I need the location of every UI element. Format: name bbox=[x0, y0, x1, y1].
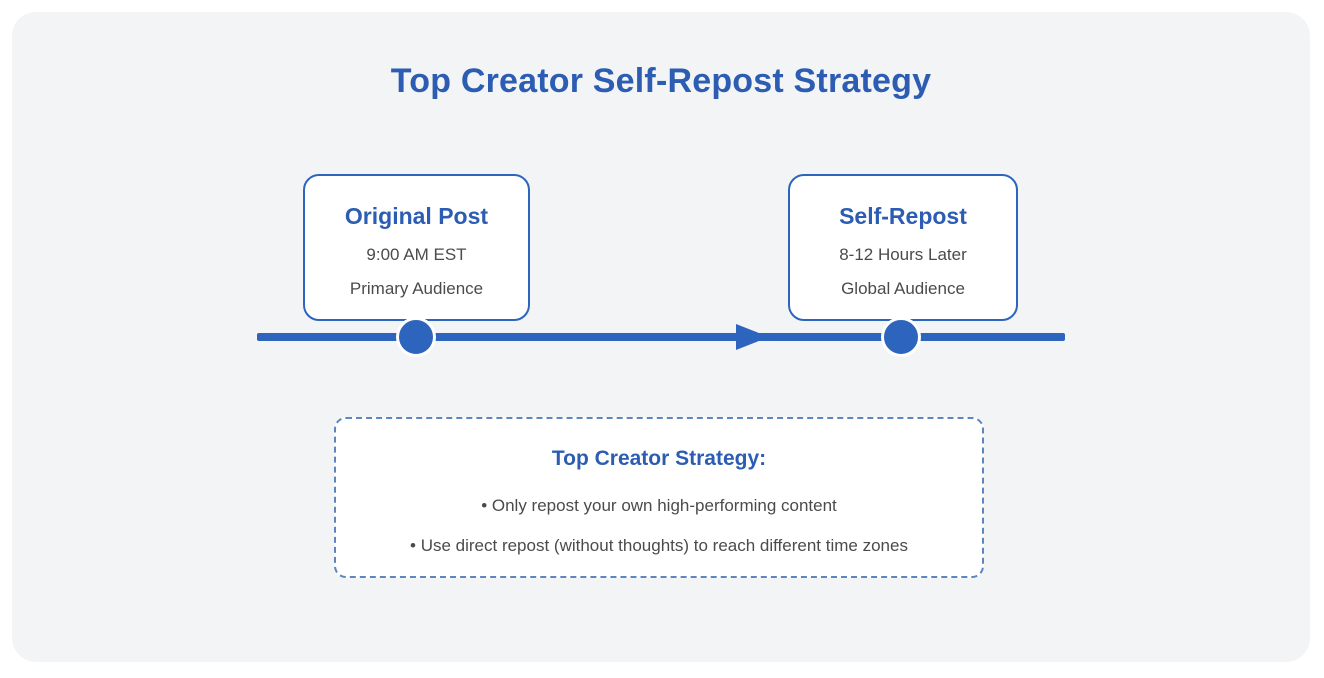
strategy-heading: Top Creator Strategy: bbox=[551, 447, 767, 470]
node-detail-audience: Primary Audience bbox=[349, 279, 484, 298]
strategy-box: Top Creator Strategy: • Only repost your… bbox=[334, 417, 984, 578]
timeline-node-self-repost: Self-Repost 8-12 Hours Later Global Audi… bbox=[788, 174, 1018, 321]
node-detail-time: 8-12 Hours Later bbox=[839, 245, 967, 264]
timeline-line bbox=[257, 333, 1065, 341]
strategy-bullet: • Use direct repost (without thoughts) t… bbox=[410, 536, 908, 555]
node-heading: Original Post bbox=[344, 203, 489, 229]
timeline-node-original-post: Original Post 9:00 AM EST Primary Audien… bbox=[303, 174, 530, 321]
node-heading: Self-Repost bbox=[839, 203, 967, 229]
timeline-dot-self-repost bbox=[881, 317, 921, 357]
node-detail-audience: Global Audience bbox=[841, 279, 965, 298]
node-detail-time: 9:00 AM EST bbox=[366, 245, 467, 264]
arrow-right-icon bbox=[736, 324, 769, 350]
strategy-bullet: • Only repost your own high-performing c… bbox=[481, 496, 837, 515]
diagram-card: Top Creator Self-Repost Strategy Origina… bbox=[12, 12, 1310, 662]
timeline-dot-original-post bbox=[396, 317, 436, 357]
page-title: Top Creator Self-Repost Strategy bbox=[390, 62, 932, 100]
